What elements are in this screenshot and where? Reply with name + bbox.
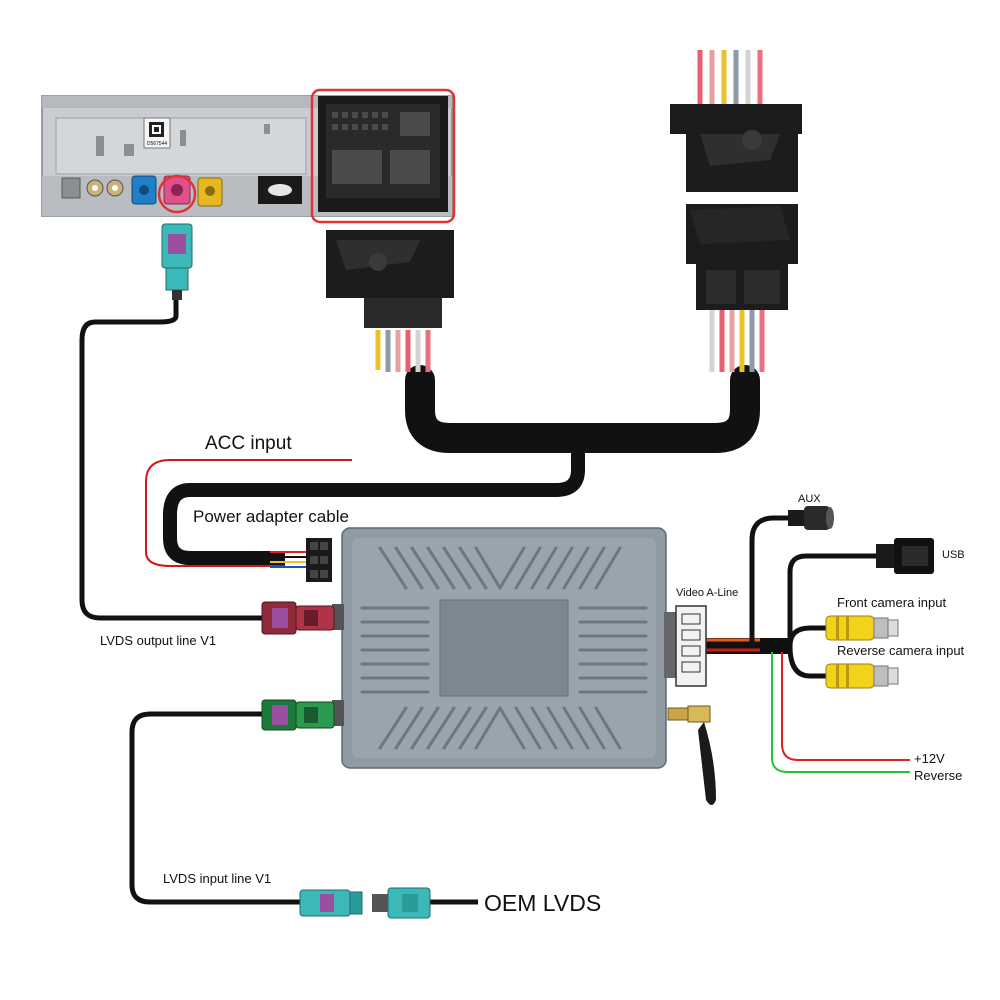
usb-cable <box>787 553 880 646</box>
aux-jack-icon <box>788 506 834 530</box>
head-unit: D567544 <box>41 88 456 224</box>
power-adapter-cable-line <box>163 440 585 565</box>
main-harness-cable <box>405 365 760 453</box>
quadlock-plug-right-top <box>670 50 802 192</box>
video-a-line-connector <box>675 605 707 687</box>
lvds-output-connector-top <box>161 223 193 300</box>
lvds-output-cable <box>79 298 262 621</box>
lvds-input-line-label: LVDS input line V1 <box>163 871 271 886</box>
aux-label: AUX <box>798 493 821 505</box>
power-adapter-cable-label: Power adapter cable <box>193 507 349 526</box>
interface-module <box>332 527 676 769</box>
reverse-camera-cable <box>787 645 826 679</box>
lvds-output-line-label: LVDS output line V1 <box>100 633 216 648</box>
rca-plug-icon-reverse <box>825 663 899 689</box>
aux-cable <box>749 515 790 642</box>
front-camera-input-label: Front camera input <box>837 595 946 610</box>
video-a-line-label: Video A-Line <box>676 587 738 599</box>
front-camera-cable <box>787 625 826 647</box>
quadlock-plug-left <box>326 230 454 372</box>
reverse-wire <box>771 652 910 773</box>
acc-input-label: ACC input <box>205 433 292 454</box>
module-center-plate <box>439 599 569 697</box>
oem-lvds-plug <box>372 887 431 919</box>
power-adapter-connector <box>270 538 332 582</box>
usb-plug-icon <box>876 538 934 574</box>
lvds-output-connector-module <box>261 601 335 635</box>
lvds-port-highlight <box>157 174 197 214</box>
usb-label: USB <box>942 549 965 561</box>
rca-plug-icon-front <box>825 615 899 641</box>
plus12v-wire <box>781 652 910 761</box>
oem-lvds-label: OEM LVDS <box>484 890 601 916</box>
quadlock-plug-right-bottom <box>686 204 798 372</box>
reverse-camera-input-label: Reverse camera input <box>837 643 965 658</box>
lvds-input-connector-oem <box>299 889 363 917</box>
antenna-icon <box>667 705 716 805</box>
lvds-input-connector-module <box>261 699 335 731</box>
quadlock-highlight <box>310 88 456 224</box>
reverse-label: Reverse <box>914 768 962 783</box>
plus12v-label: +12V <box>914 751 945 766</box>
acc-input-wire <box>145 459 352 567</box>
sticker-code: D567544 <box>147 141 168 147</box>
lvds-input-cable <box>129 711 300 905</box>
